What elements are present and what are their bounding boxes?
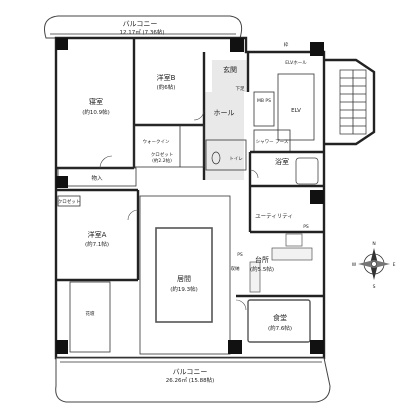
western-b-label: 洋室B: [157, 73, 176, 82]
compass-east: E: [393, 262, 396, 268]
living-room: 居間 (約19.3帖): [139, 195, 231, 355]
elv-hall-label: ELVホール: [285, 60, 307, 66]
balcony-bottom: バルコニー 26.26㎡ (15.88帖): [55, 357, 331, 403]
bedroom-size: (約10.9帖): [82, 108, 110, 116]
kitchen: 台所 (約5.5帖): [249, 230, 324, 293]
compass-north: N: [372, 241, 375, 247]
bedroom-label: 寝室: [89, 97, 103, 106]
stair-steps: [340, 70, 366, 134]
closet-label: クロゼット: [151, 151, 174, 158]
shower-label: シャワー ブース: [256, 138, 289, 145]
dining: 食堂 (約7.6帖): [236, 294, 324, 343]
western-b-size: (約6帖): [157, 83, 176, 91]
utility-label: ユーティリティ: [255, 213, 293, 220]
hall-floor: [204, 92, 244, 180]
closet-small-label: クロゼット: [58, 198, 81, 205]
flowerbed: 花壇: [69, 281, 111, 353]
building-outline: [54, 36, 326, 360]
compass-south: S: [373, 284, 376, 290]
living-size: (約19.3帖): [170, 285, 198, 293]
balcony-bottom-area: 26.26㎡ (15.88帖): [166, 376, 215, 384]
balcony-bottom-label: バルコニー: [173, 368, 208, 376]
elevator-block: ELVホール ELV 枠: [277, 41, 376, 146]
living-label: 居間: [177, 275, 191, 283]
dining-label: 食堂: [273, 313, 287, 322]
mbps-label: MB PS: [257, 98, 271, 104]
walk-in-label: ウォークイン: [143, 138, 170, 145]
kitchen-label: 台所: [255, 255, 269, 264]
ps-label-1: PS: [303, 224, 309, 230]
bath: 浴室: [250, 150, 324, 185]
bath-label: 浴室: [275, 157, 289, 166]
balcony-top-label: バルコニー: [123, 20, 158, 28]
western-room-a: クロゼット 洋室A (約7.1帖): [56, 188, 140, 282]
door-swings: [99, 109, 259, 311]
western-a-label: 洋室A: [88, 230, 107, 239]
hall-label: ホール: [214, 109, 235, 117]
western-a-size: (約7.1帖): [85, 240, 109, 248]
entrance: 玄関 下足: [223, 52, 250, 92]
entrance-floor: [212, 60, 248, 92]
toilet-label: トイレ: [229, 157, 243, 162]
flowerbed-label: 花壇: [86, 310, 95, 317]
kitchen-size: (約5.5帖): [250, 265, 274, 273]
toilet: トイレ: [205, 139, 247, 171]
shoe-label: 下足: [236, 86, 245, 92]
compass-west: W: [352, 262, 357, 268]
mbps: MB PS: [253, 91, 275, 127]
balcony-top-area: 12.17㎡ (7.36帖): [119, 28, 164, 36]
ps-label-2: PS: [237, 252, 243, 258]
dining-size: (約7.6帖): [268, 324, 292, 332]
closet-size: (約2.2帖): [152, 157, 172, 164]
storage-label: 物入: [91, 174, 103, 182]
frame-label: 枠: [284, 41, 289, 48]
compass-icon: N S E W: [352, 241, 396, 290]
entrance-label: 玄関: [223, 65, 237, 74]
elv-label: ELV: [291, 108, 301, 114]
pillars: [56, 38, 324, 354]
balcony-top: バルコニー 12.17㎡ (7.36帖): [44, 15, 243, 39]
shelf-label: 収納: [231, 265, 240, 272]
utility: ユーティリティ: [248, 152, 324, 247]
walk-in-closet: ウォークイン クロゼット (約2.2帖): [133, 124, 205, 168]
